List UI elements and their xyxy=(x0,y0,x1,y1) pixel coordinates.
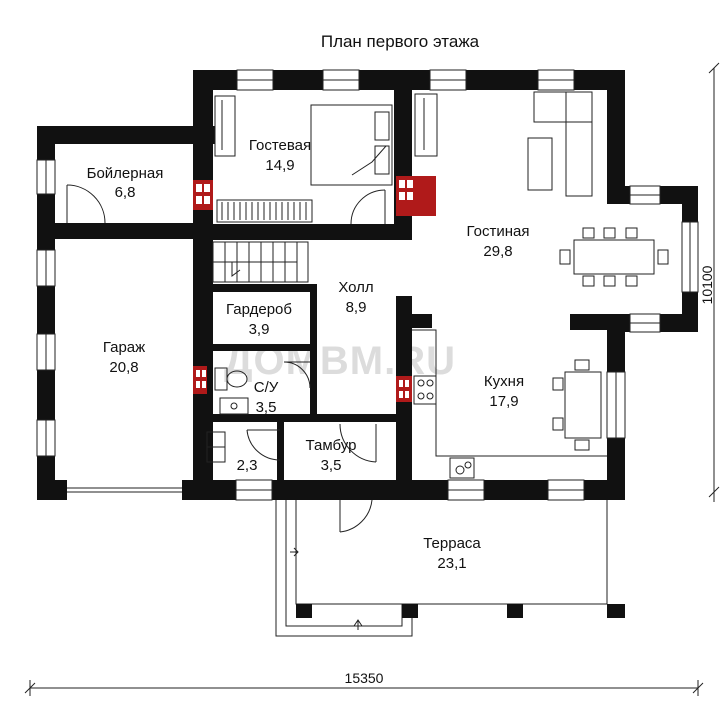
room-guest: Гостевая 14,9 xyxy=(249,137,311,174)
room-name: Гардероб xyxy=(226,301,292,318)
room-name: Тамбур xyxy=(306,437,357,454)
plan-title: План первого этажа xyxy=(321,32,480,51)
room-area: 2,3 xyxy=(237,457,258,474)
room-area: 29,8 xyxy=(483,243,512,260)
terrace xyxy=(275,500,625,637)
room-wardrobe: Гардероб 3,9 xyxy=(226,301,292,338)
room-name: Гараж xyxy=(103,339,145,356)
room-name: Холл xyxy=(338,279,373,296)
room-name: С/У xyxy=(254,379,279,396)
room-name: Гостевая xyxy=(249,137,311,154)
windows xyxy=(36,69,699,501)
room-area: 14,9 xyxy=(265,157,294,174)
room-vestibule: Тамбур 3,5 xyxy=(306,437,357,474)
room-bathroom: С/У 3,5 xyxy=(254,379,279,416)
dimension-lines xyxy=(24,62,720,696)
room-area: 23,1 xyxy=(437,555,466,572)
doors xyxy=(66,184,386,533)
room-area: 3,5 xyxy=(256,399,277,416)
room-boiler: Бойлерная 6,8 xyxy=(87,165,164,201)
room-area: 17,9 xyxy=(489,393,518,410)
room-area: 8,9 xyxy=(346,299,367,316)
stove-icons xyxy=(193,176,436,402)
room-name: Кухня xyxy=(484,373,524,390)
furniture xyxy=(206,91,669,479)
room-area: 3,5 xyxy=(321,457,342,474)
room-hall: Холл 8,9 xyxy=(338,279,373,316)
room-garage: Гараж 20,8 xyxy=(103,339,145,376)
room-name: Терраса xyxy=(423,535,481,552)
room-closet: 2,3 xyxy=(237,457,258,474)
room-area: 6,8 xyxy=(115,184,136,201)
garage-door xyxy=(67,487,182,493)
room-living: Гостиная 29,8 xyxy=(467,223,530,260)
room-name: Бойлерная xyxy=(87,165,164,182)
room-area: 20,8 xyxy=(109,359,138,376)
room-name: Гостиная xyxy=(467,223,530,240)
room-terrace: Терраса 23,1 xyxy=(423,535,481,572)
width-dimension: 15350 xyxy=(345,670,384,686)
room-area: 3,9 xyxy=(249,321,270,338)
room-kitchen: Кухня 17,9 xyxy=(484,373,524,410)
depth-dimension: 10100 xyxy=(699,265,715,304)
